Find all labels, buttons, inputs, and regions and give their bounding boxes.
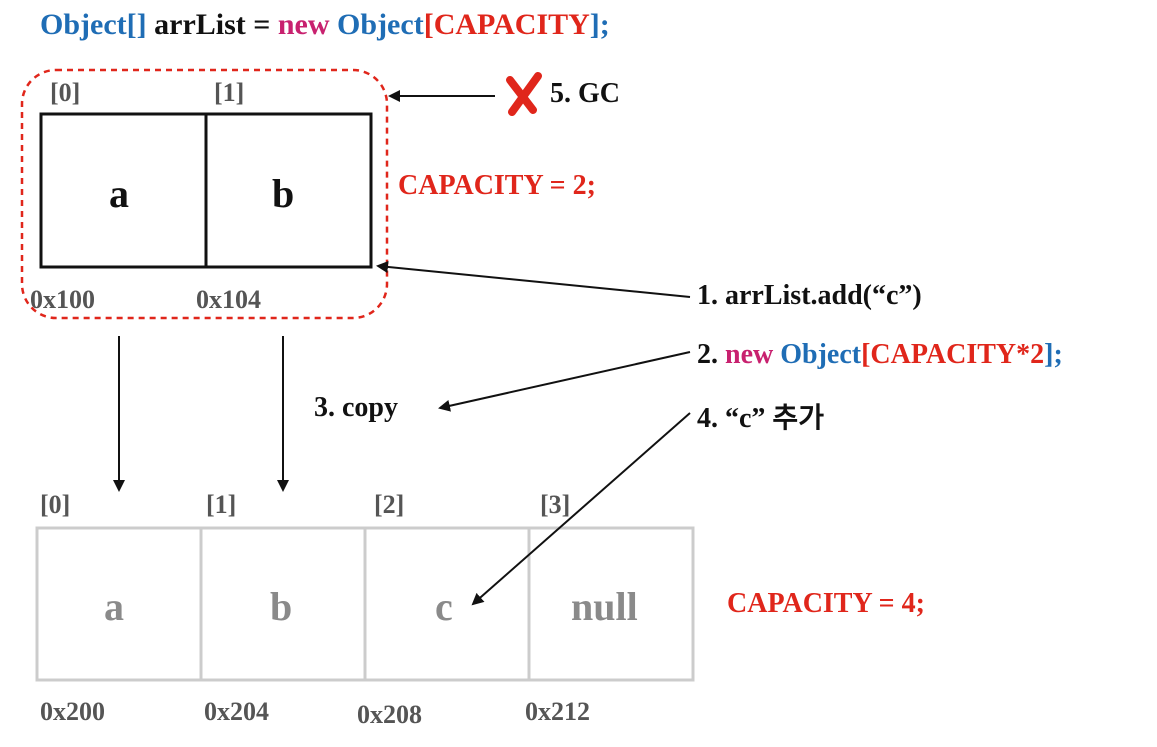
new-capacity-label: CAPACITY = 4;	[727, 588, 925, 619]
new-address-0: 0x200	[40, 697, 105, 726]
step-2-type: Object	[780, 339, 862, 370]
decl-new-keyword: new	[277, 8, 330, 41]
new-address-2: 0x208	[357, 700, 422, 729]
decl-var: arrList	[154, 8, 246, 41]
new-index-0: [0]	[40, 490, 71, 519]
old-cell-1-value: b	[272, 171, 295, 216]
new-index-1: [1]	[206, 490, 237, 519]
new-address-3: 0x212	[525, 697, 590, 726]
new-object-arrow	[438, 351, 691, 412]
new-address-1: 0x204	[204, 697, 269, 726]
new-cell-3-value: null	[571, 584, 638, 629]
old-address-0: 0x100	[30, 285, 95, 314]
old-index-0: [0]	[50, 78, 81, 107]
new-index-3: [3]	[540, 490, 571, 519]
step-2-open: [	[861, 339, 871, 370]
old-array-cell-1-box	[204, 112, 373, 269]
red-x-mark-icon	[506, 72, 542, 116]
step-5-gc: 5. GC	[550, 78, 620, 109]
new-cell-2-value: c	[435, 584, 453, 629]
step-1-add: 1. arrList.add(“c”)	[697, 280, 922, 311]
step-2-expr: CAPACITY*2	[870, 339, 1045, 370]
gc-dashed-outline	[20, 68, 389, 320]
decl-type: Object[]	[40, 8, 147, 41]
decl-close: ];	[589, 8, 610, 41]
step-4-add-c: 4. “c” 추가	[697, 403, 824, 434]
step-2-new-array: 2. new Object[CAPACITY*2];	[697, 339, 1063, 371]
step-2-new-keyword: new	[725, 339, 774, 370]
new-array-cell-3-box	[527, 526, 695, 682]
step-2-close: ];	[1044, 339, 1063, 370]
old-index-1: [1]	[214, 78, 245, 107]
decl-open: [	[423, 8, 434, 41]
step-2-number: 2.	[697, 339, 718, 370]
new-index-2: [2]	[374, 490, 405, 519]
old-cell-0-value: a	[109, 171, 129, 216]
step-3-copy: 3. copy	[314, 392, 398, 423]
old-address-1: 0x104	[196, 285, 261, 314]
array-declaration: Object[] arrList = new Object[CAPACITY];	[40, 8, 610, 42]
new-cell-0-value: a	[104, 584, 124, 629]
decl-type2: Object	[337, 8, 424, 41]
add-arrow	[376, 261, 691, 298]
decl-capacity: CAPACITY	[433, 8, 590, 41]
decl-eq: =	[253, 8, 271, 41]
new-cell-1-value: b	[270, 584, 293, 629]
old-capacity-label: CAPACITY = 2;	[398, 170, 596, 201]
add-c-arrow	[471, 412, 691, 606]
